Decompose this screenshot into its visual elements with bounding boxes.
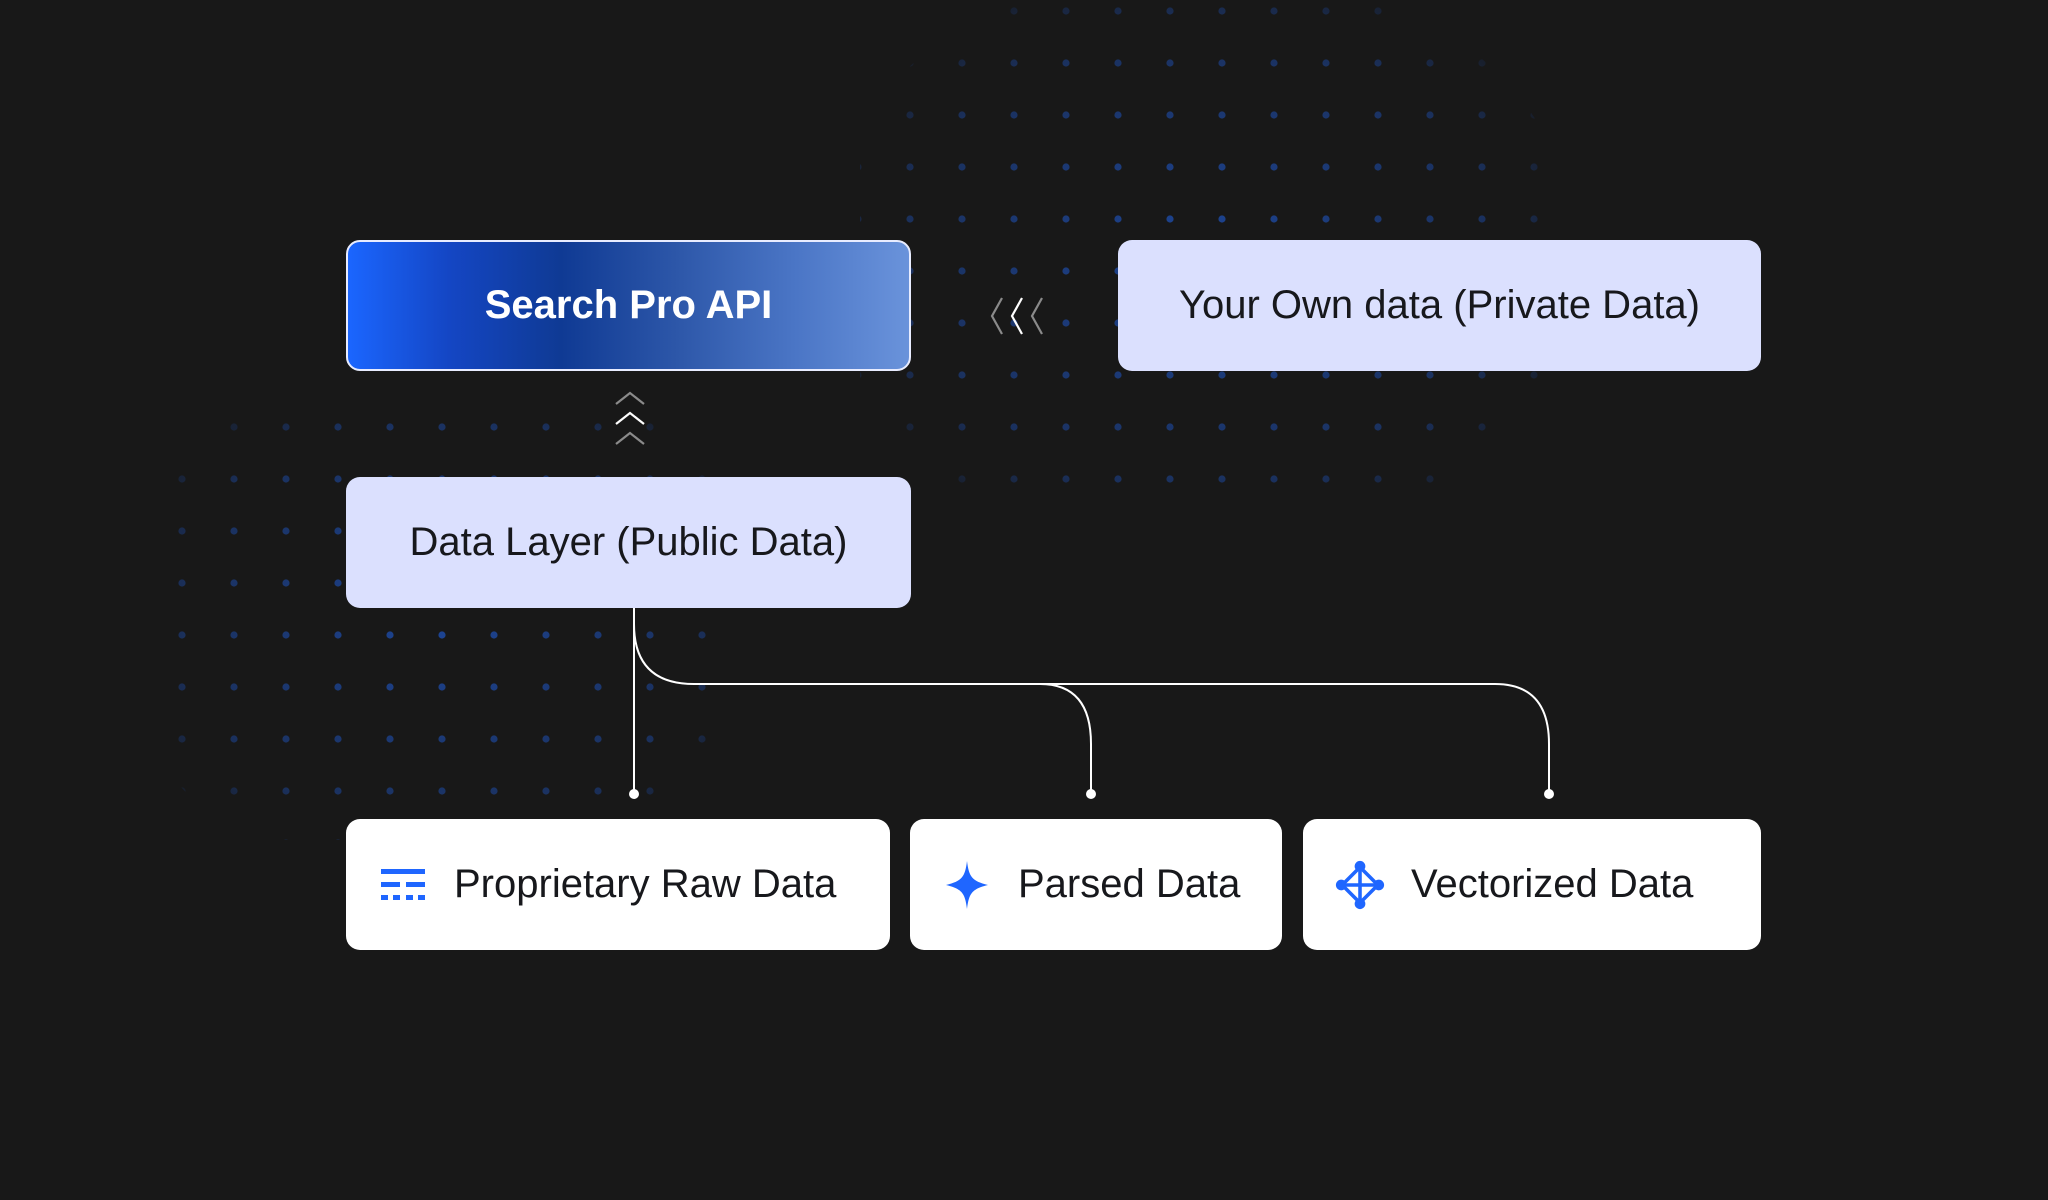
search-pro-api-label: Search Pro API — [484, 283, 773, 327]
parsed-data-label: Parsed Data — [1018, 862, 1241, 906]
private-data-label: Your Own data (Private Data) — [1179, 283, 1700, 327]
data-layer-node[interactable]: Data Layer (Public Data) — [346, 477, 911, 608]
parsed-data-node[interactable]: Parsed Data — [910, 819, 1282, 950]
raw-data-node[interactable]: Proprietary Raw Data — [346, 819, 890, 950]
raw-data-label: Proprietary Raw Data — [454, 862, 837, 906]
vectorized-data-node[interactable]: Vectorized Data — [1303, 819, 1761, 950]
chevrons-up-icon — [615, 391, 645, 445]
network-node-icon — [1335, 860, 1385, 910]
chevrons-left-icon — [990, 297, 1043, 335]
vectorized-data-label: Vectorized Data — [1411, 862, 1694, 906]
search-pro-api-node[interactable]: Search Pro API — [346, 240, 911, 371]
dashed-lines-icon — [378, 860, 428, 910]
sparkle-icon — [942, 860, 992, 910]
private-data-node[interactable]: Your Own data (Private Data) — [1118, 240, 1761, 371]
data-layer-label: Data Layer (Public Data) — [409, 520, 848, 564]
